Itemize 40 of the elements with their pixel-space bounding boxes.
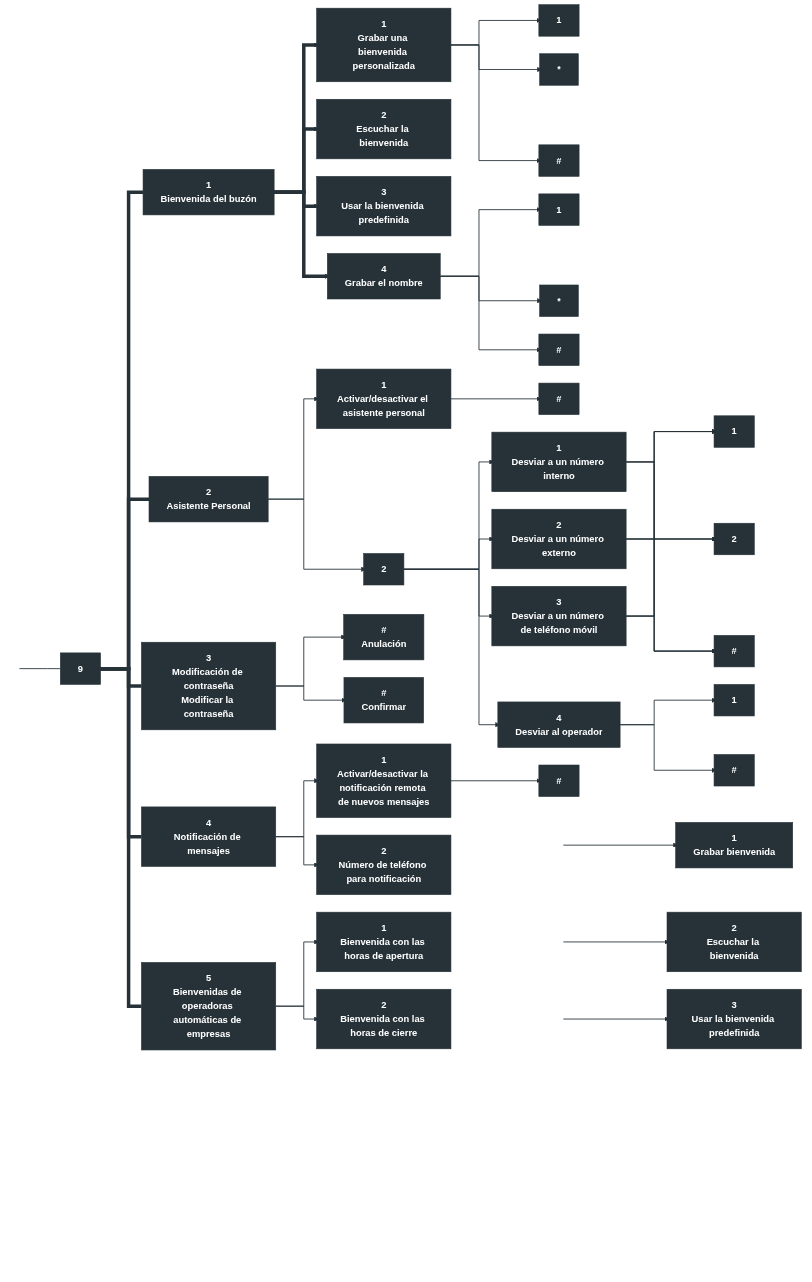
connector (100, 666, 142, 1008)
node-box: 2 Bienvenida con las horas de cierre (316, 988, 452, 1050)
node-box: 1 (538, 4, 580, 37)
node-box: 1 Grabar una bienvenida personalizada (316, 7, 452, 83)
node-box: 5 Bienvenidas de operadoras automáticas de empresas (141, 962, 277, 1051)
node-box: * (539, 53, 579, 86)
node-box: 1 Desviar a un número interno (491, 431, 627, 492)
node-box: # (538, 144, 580, 177)
node-box: # (538, 333, 580, 366)
node-box: # (538, 382, 580, 415)
node-box: # Confirmar (343, 677, 424, 724)
node-box: 1 (713, 415, 755, 448)
node-box: 3 Desviar a un número de teléfono móvil (491, 586, 627, 647)
connector (19, 668, 61, 670)
node-box: 9 (60, 652, 101, 685)
node-box: 2 (363, 553, 405, 586)
node-box: 1 Bienvenida del buzón (142, 169, 275, 216)
node-box: 2 Número de teléfono para notificación (316, 834, 452, 895)
node-box: 2 Asistente Personal (148, 476, 269, 523)
node-box: 2 Desviar a un número externo (491, 508, 627, 570)
node-box: 3 Usar la bienvenida predefinida (666, 988, 802, 1050)
node-box: 1 Grabar bienvenida (675, 822, 793, 869)
node-box: 2 Escuchar la bienvenida (666, 911, 802, 972)
node-box: * (539, 284, 579, 317)
node-box: 3 Usar la bienvenida predefinida (316, 176, 452, 237)
node-box: 2 Escuchar la bienvenida (316, 99, 452, 160)
node-box: 4 Notificación de mensajes (141, 806, 277, 867)
node-box: 4 Grabar el nombre (327, 253, 441, 300)
node-box: 1 Bienvenida con las horas de apertura (316, 911, 452, 972)
node-box: 1 Activar/desactivar la notificación remota de nuevos mensajes (316, 743, 452, 818)
node-box: 1 (713, 684, 755, 717)
node-box: # (538, 764, 580, 797)
node-box: 3 Modificación de contraseña Modificar la contraseña (141, 641, 277, 731)
node-box: 2 (713, 522, 755, 556)
node-box: # (713, 635, 755, 668)
node-box: 4 Desviar al operador (497, 701, 621, 748)
node-box: 1 (538, 193, 580, 226)
node-box: # (713, 754, 755, 787)
node-box: # Anulación (343, 614, 425, 661)
node-box: 1 Activar/desactivar el asistente personal (316, 368, 452, 429)
